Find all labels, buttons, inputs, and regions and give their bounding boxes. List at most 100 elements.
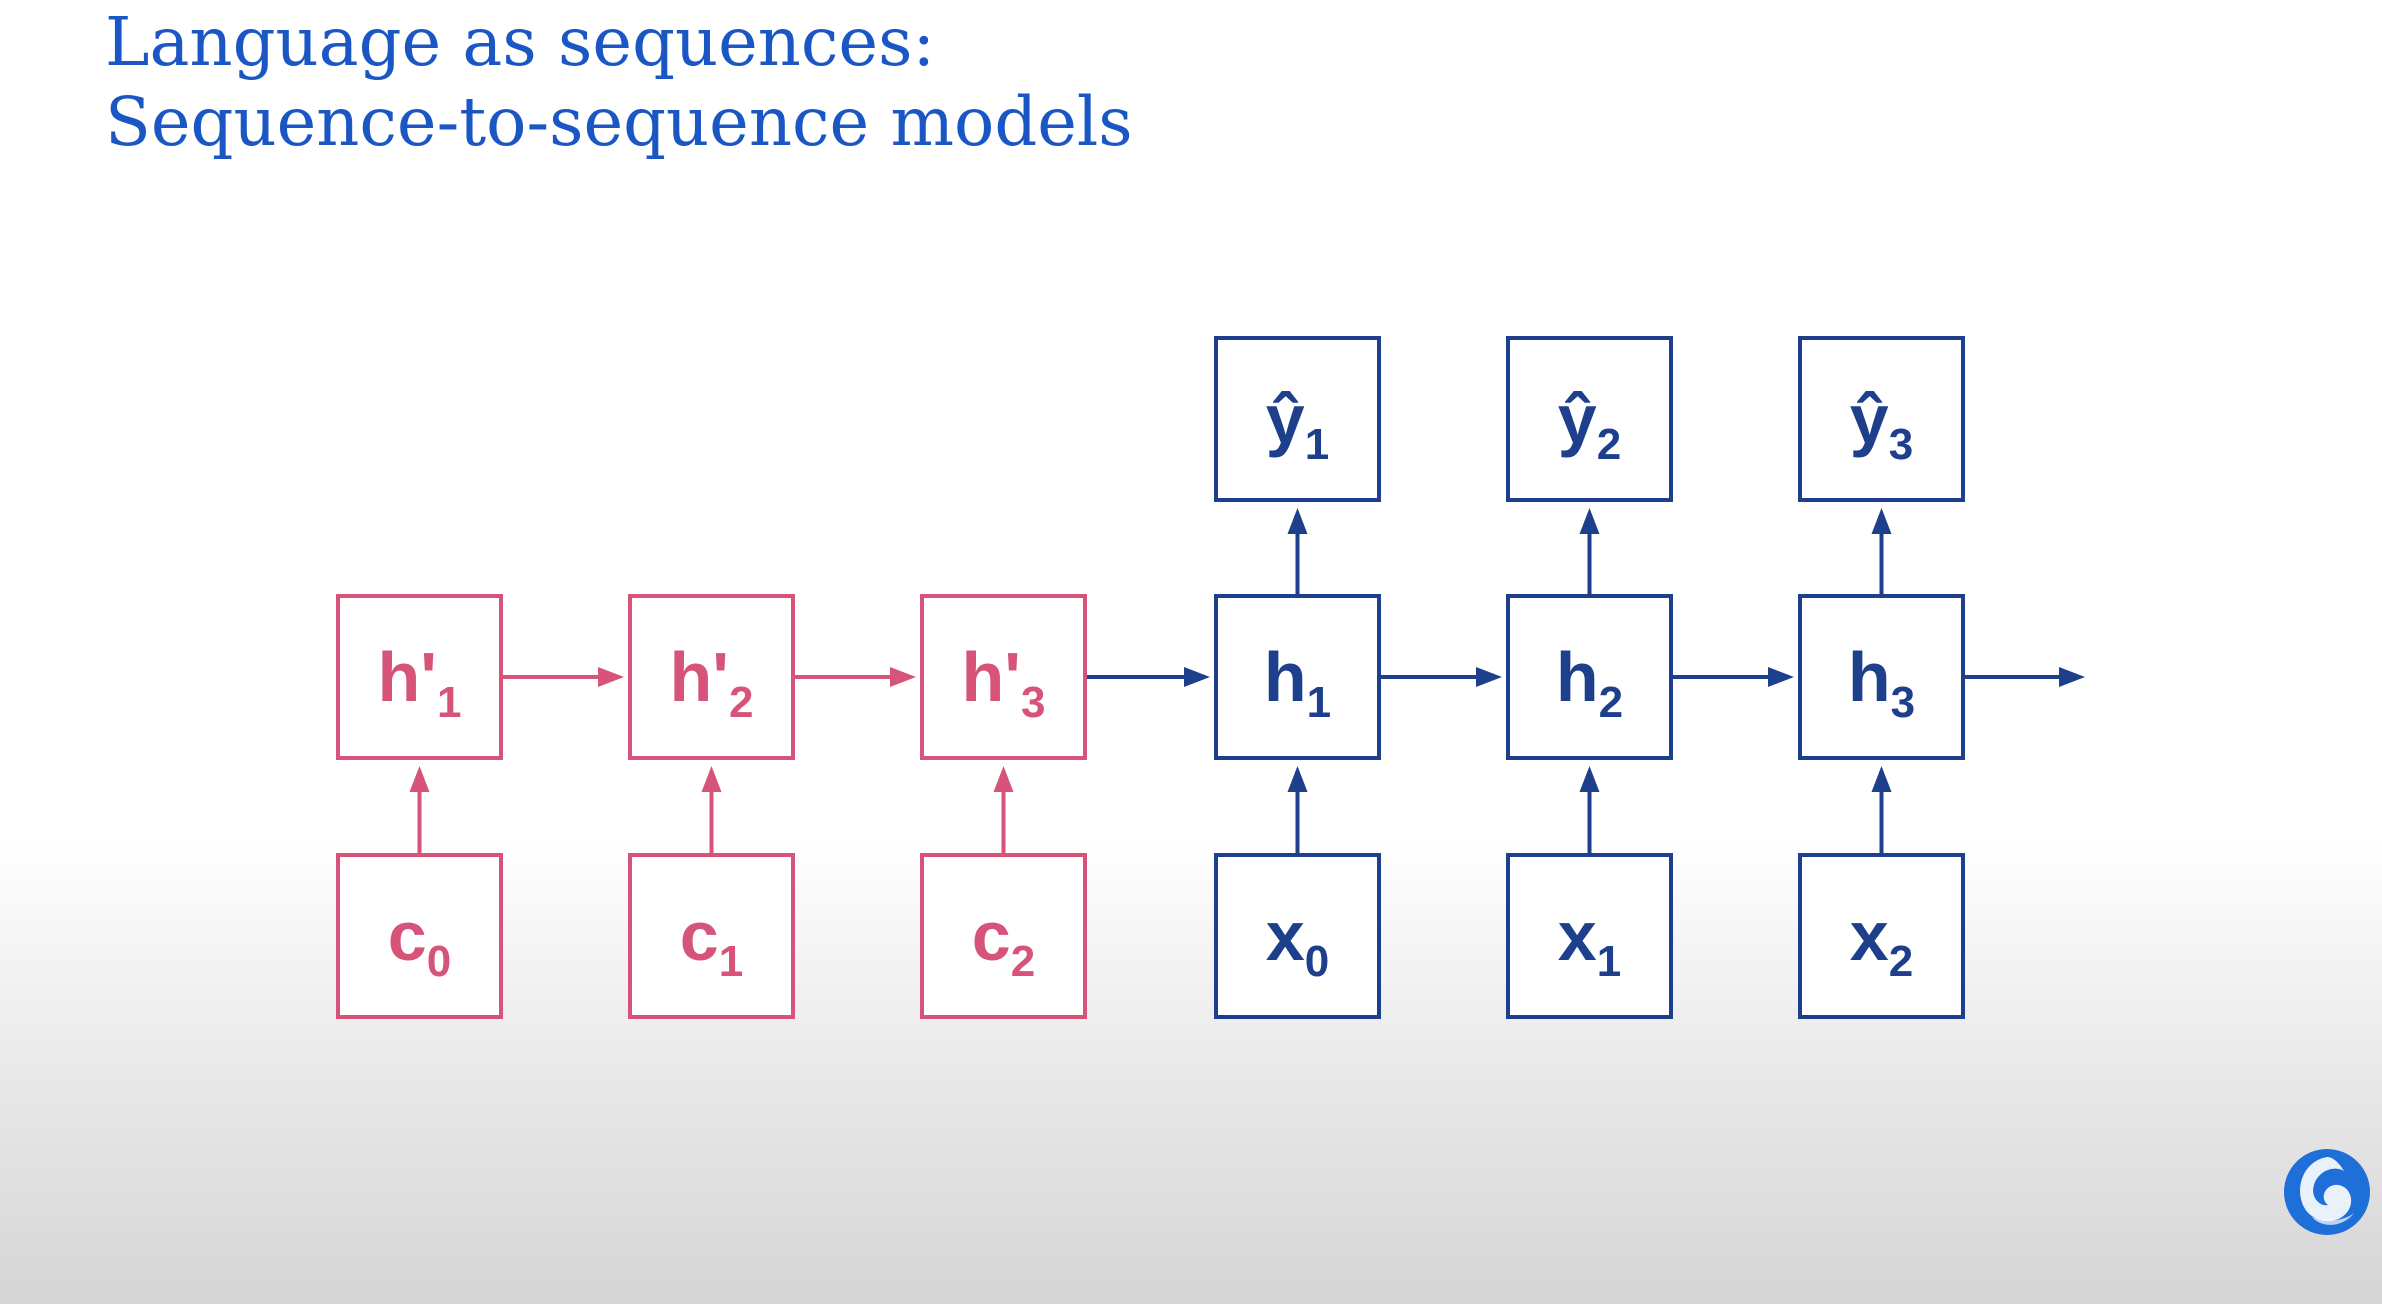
encoder-hidden-3-label-base: h'	[962, 638, 1021, 716]
encoder-hidden-3: h'3	[920, 594, 1087, 760]
encoder-hidden-1-label-base: h'	[378, 638, 437, 716]
decoder-output-1-label-sub: 1	[1305, 420, 1329, 469]
decoder-output-2-label: ŷ2	[1558, 380, 1621, 469]
decoder-output-2-label-base: ŷ	[1558, 380, 1597, 458]
recurrent-arrow-out	[1963, 667, 2085, 687]
encoder-input-0-label: c0	[388, 897, 451, 986]
decoder-output-3: ŷ3	[1798, 336, 1965, 502]
decoder-hidden-3-label: h3	[1848, 638, 1915, 727]
decoder-input-2-label-sub: 2	[1889, 937, 1913, 986]
encoder-input-1: c1	[628, 853, 795, 1019]
connectors	[409, 508, 2085, 855]
recurrent-arrow-4-head	[1476, 667, 1502, 687]
decoder-hidden-2-label: h2	[1556, 638, 1623, 727]
decoder-input-0-box	[1214, 853, 1381, 1019]
encoder-hidden-1: h'1	[336, 594, 503, 760]
encoder-hidden-1-box	[336, 594, 503, 760]
decoder-output-arrow-2-head	[1579, 508, 1600, 534]
decoder-input-arrow-2-head	[1871, 766, 1892, 792]
encoder-hidden-3-box	[920, 594, 1087, 760]
recurrent-arrow-1-head	[598, 667, 624, 687]
encoder-input-0-label-sub: 0	[427, 937, 451, 986]
decoder-input-1-label: x1	[1558, 897, 1621, 986]
encoder-input-2-label-base: c	[972, 897, 1011, 975]
decoder-output-1: ŷ1	[1214, 336, 1381, 502]
decoder-hidden-1-label-base: h	[1264, 638, 1307, 716]
recurrent-arrow-4	[1379, 667, 1502, 687]
encoder-hidden-3-label-sub: 3	[1021, 678, 1045, 727]
encoder-input-2-label-sub: 2	[1011, 937, 1035, 986]
decoder-hidden-2-box	[1506, 594, 1673, 760]
decoder-output-1-label: ŷ1	[1266, 380, 1329, 469]
encoder-input-2: c2	[920, 853, 1087, 1019]
encoder-hidden-2-label-sub: 2	[729, 678, 753, 727]
recurrent-arrow-3	[1085, 667, 1210, 687]
encoder-input-arrow-1-head	[701, 766, 722, 792]
decoder-output-2-label-sub: 2	[1597, 420, 1621, 469]
encoder-input-arrow-2-head	[993, 766, 1014, 792]
decoder-hidden-3-label-sub: 3	[1891, 678, 1915, 727]
decoder-input-1: x1	[1506, 853, 1673, 1019]
encoder-input-1-label: c1	[680, 897, 743, 986]
encoder-hidden-2-label: h'2	[670, 638, 754, 727]
recurrent-arrow-5-head	[1768, 667, 1794, 687]
encoder-hidden-1-label-sub: 1	[437, 678, 461, 727]
decoder-input-arrow-2	[1871, 766, 1892, 855]
encoder-hidden-1-label: h'1	[378, 638, 462, 727]
decoder-hidden-3: h3	[1798, 594, 1965, 760]
decoder-hidden-2-label-base: h	[1556, 638, 1599, 716]
decoder-output-3-label: ŷ3	[1850, 380, 1913, 469]
decoder-output-1-box	[1214, 336, 1381, 502]
encoder-input-0: c0	[336, 853, 503, 1019]
decoder-output-arrow-3	[1871, 508, 1892, 596]
decoder-hidden-1-box	[1214, 594, 1381, 760]
decoder-hidden-1-label-sub: 1	[1307, 678, 1331, 727]
decoder-output-2: ŷ2	[1506, 336, 1673, 502]
decoder-input-1-box	[1506, 853, 1673, 1019]
encoder-hidden-3-label: h'3	[962, 638, 1046, 727]
decoder-input-2: x2	[1798, 853, 1965, 1019]
encoder-hidden-2: h'2	[628, 594, 795, 760]
decoder-input-0-label-sub: 0	[1305, 937, 1329, 986]
recurrent-arrow-out-head	[2059, 667, 2085, 687]
deepmind-logo-icon	[2284, 1149, 2370, 1235]
encoder-input-0-label-base: c	[388, 897, 427, 975]
recurrent-arrow-2	[793, 667, 916, 687]
decoder-output-2-box	[1506, 336, 1673, 502]
decoder-hidden-2: h2	[1506, 594, 1673, 760]
recurrent-arrow-1	[501, 667, 624, 687]
decoder-input-2-label: x2	[1850, 897, 1913, 986]
decoder-hidden-2-label-sub: 2	[1599, 678, 1623, 727]
decoder-input-2-box	[1798, 853, 1965, 1019]
decoder-hidden-1-label: h1	[1264, 638, 1331, 727]
decoder-input-arrow-1	[1579, 766, 1600, 855]
recurrent-arrow-5	[1671, 667, 1794, 687]
encoder-hidden-2-box	[628, 594, 795, 760]
decoder-input-arrow-1-head	[1579, 766, 1600, 792]
encoder-input-arrow-0	[409, 766, 430, 855]
decoder-output-arrow-1	[1287, 508, 1308, 596]
encoder-input-2-box	[920, 853, 1087, 1019]
decoder-input-0-label: x0	[1266, 897, 1329, 986]
decoder-input-1-label-sub: 1	[1597, 937, 1621, 986]
decoder-hidden-3-label-base: h	[1848, 638, 1891, 716]
decoder-output-arrow-3-head	[1871, 508, 1892, 534]
decoder-hidden-1: h1	[1214, 594, 1381, 760]
decoder-input-1-label-base: x	[1558, 897, 1597, 975]
decoder-input-0: x0	[1214, 853, 1381, 1019]
encoder-input-arrow-1	[701, 766, 722, 855]
encoder-input-0-box	[336, 853, 503, 1019]
title-line-1: Language as sequences:	[105, 3, 936, 81]
encoder-input-1-box	[628, 853, 795, 1019]
decoder-output-arrow-2	[1579, 508, 1600, 596]
decoder-input-0-label-base: x	[1266, 897, 1305, 975]
encoder-input-2-label: c2	[972, 897, 1035, 986]
decoder-hidden-3-box	[1798, 594, 1965, 760]
recurrent-arrow-2-head	[890, 667, 916, 687]
encoder-input-arrow-2	[993, 766, 1014, 855]
encoder-input-1-label-base: c	[680, 897, 719, 975]
encoder-hidden-2-label-base: h'	[670, 638, 729, 716]
decoder-input-arrow-0	[1287, 766, 1308, 855]
